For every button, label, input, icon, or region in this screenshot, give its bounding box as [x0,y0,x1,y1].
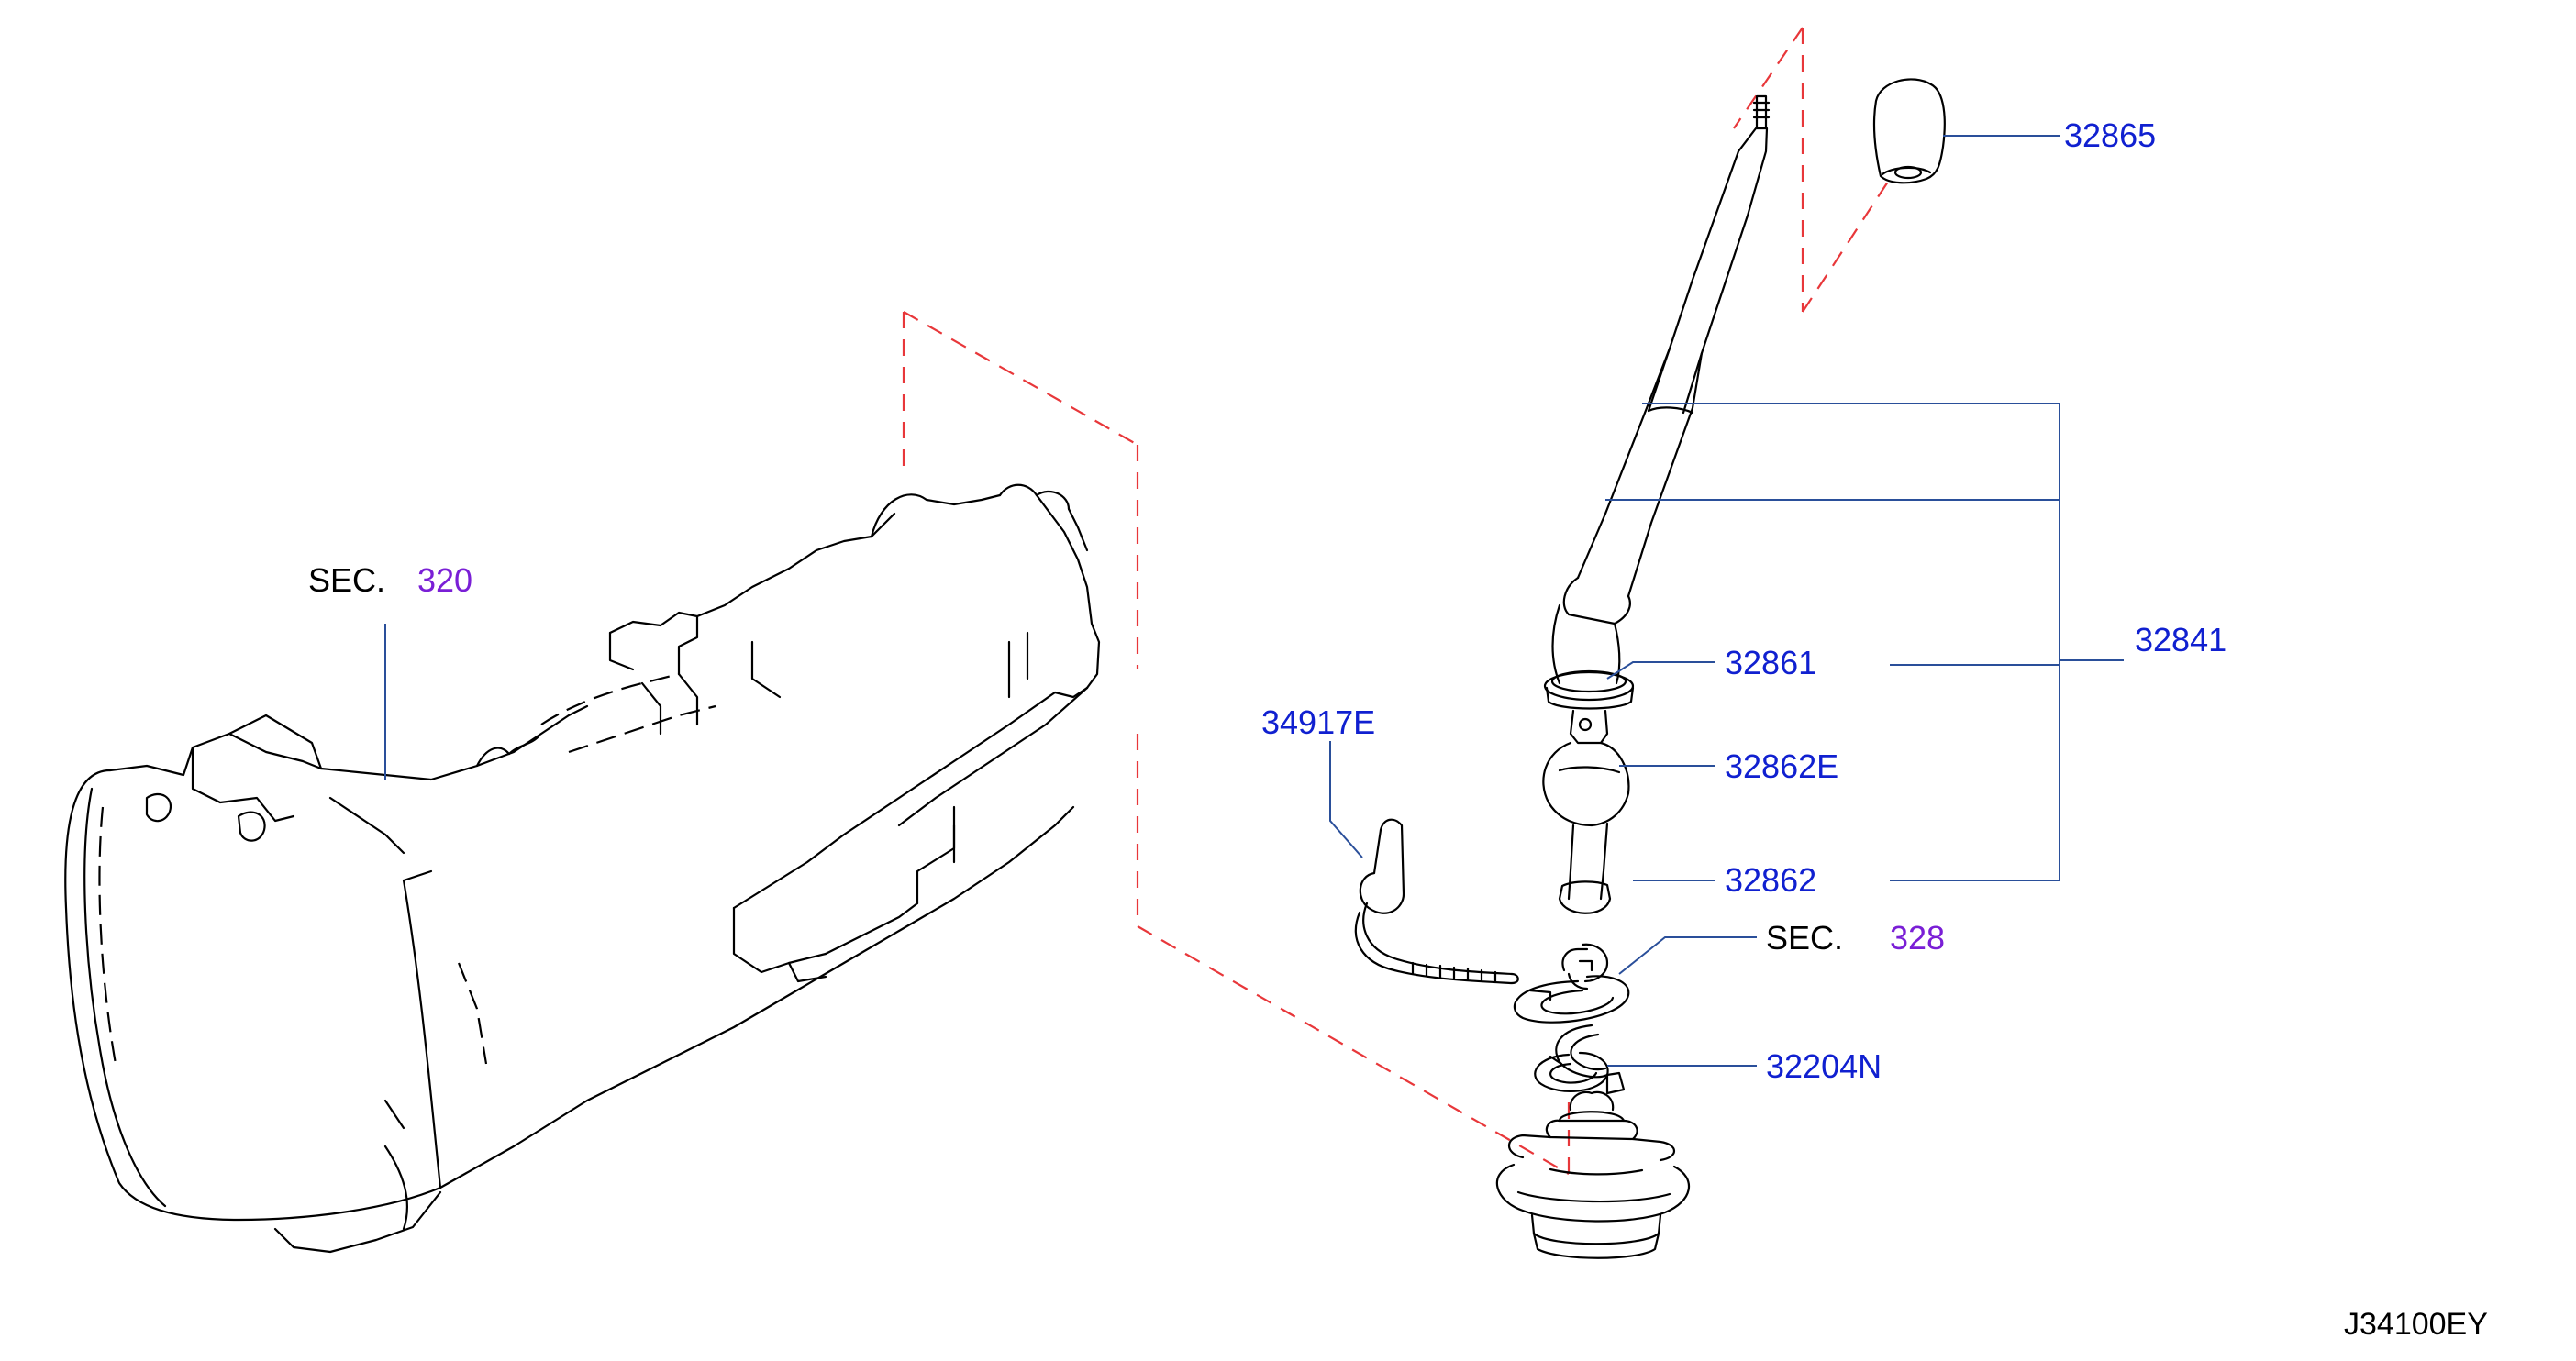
shift-lever [1542,94,1771,914]
band [1354,818,1519,985]
part-number-clip[interactable]: 32862E [1725,747,1838,785]
section-ref-320[interactable]: 320 [417,561,472,599]
phantom-lines [902,27,1891,1175]
section-prefix-328: SEC. [1766,919,1843,957]
part-number-snap-ring[interactable]: 32204N [1766,1047,1882,1085]
retaining-ring [1513,975,1630,1024]
part-number-knob[interactable]: 32865 [2064,116,2156,154]
transmission-case [64,483,1101,1254]
part-number-lever-assembly[interactable]: 32841 [2135,621,2226,658]
section-prefix-320: SEC. [308,561,385,599]
part-number-band[interactable]: 34917E [1261,703,1375,741]
bushing [1561,943,1609,990]
section-ref-328[interactable]: 328 [1890,919,1945,957]
part-number-boot[interactable]: 32862 [1725,861,1816,899]
part-number-bushing[interactable]: 32861 [1725,644,1816,681]
diagram-code: J34100EY [2344,1307,2488,1342]
boot [1495,1090,1691,1259]
leader-lines [384,135,2124,1067]
labels: SEC. 320 32865 32841 32861 32862E 32862 … [308,116,2488,1342]
shift-knob [1872,78,1946,184]
snap-ring [1534,1051,1609,1092]
